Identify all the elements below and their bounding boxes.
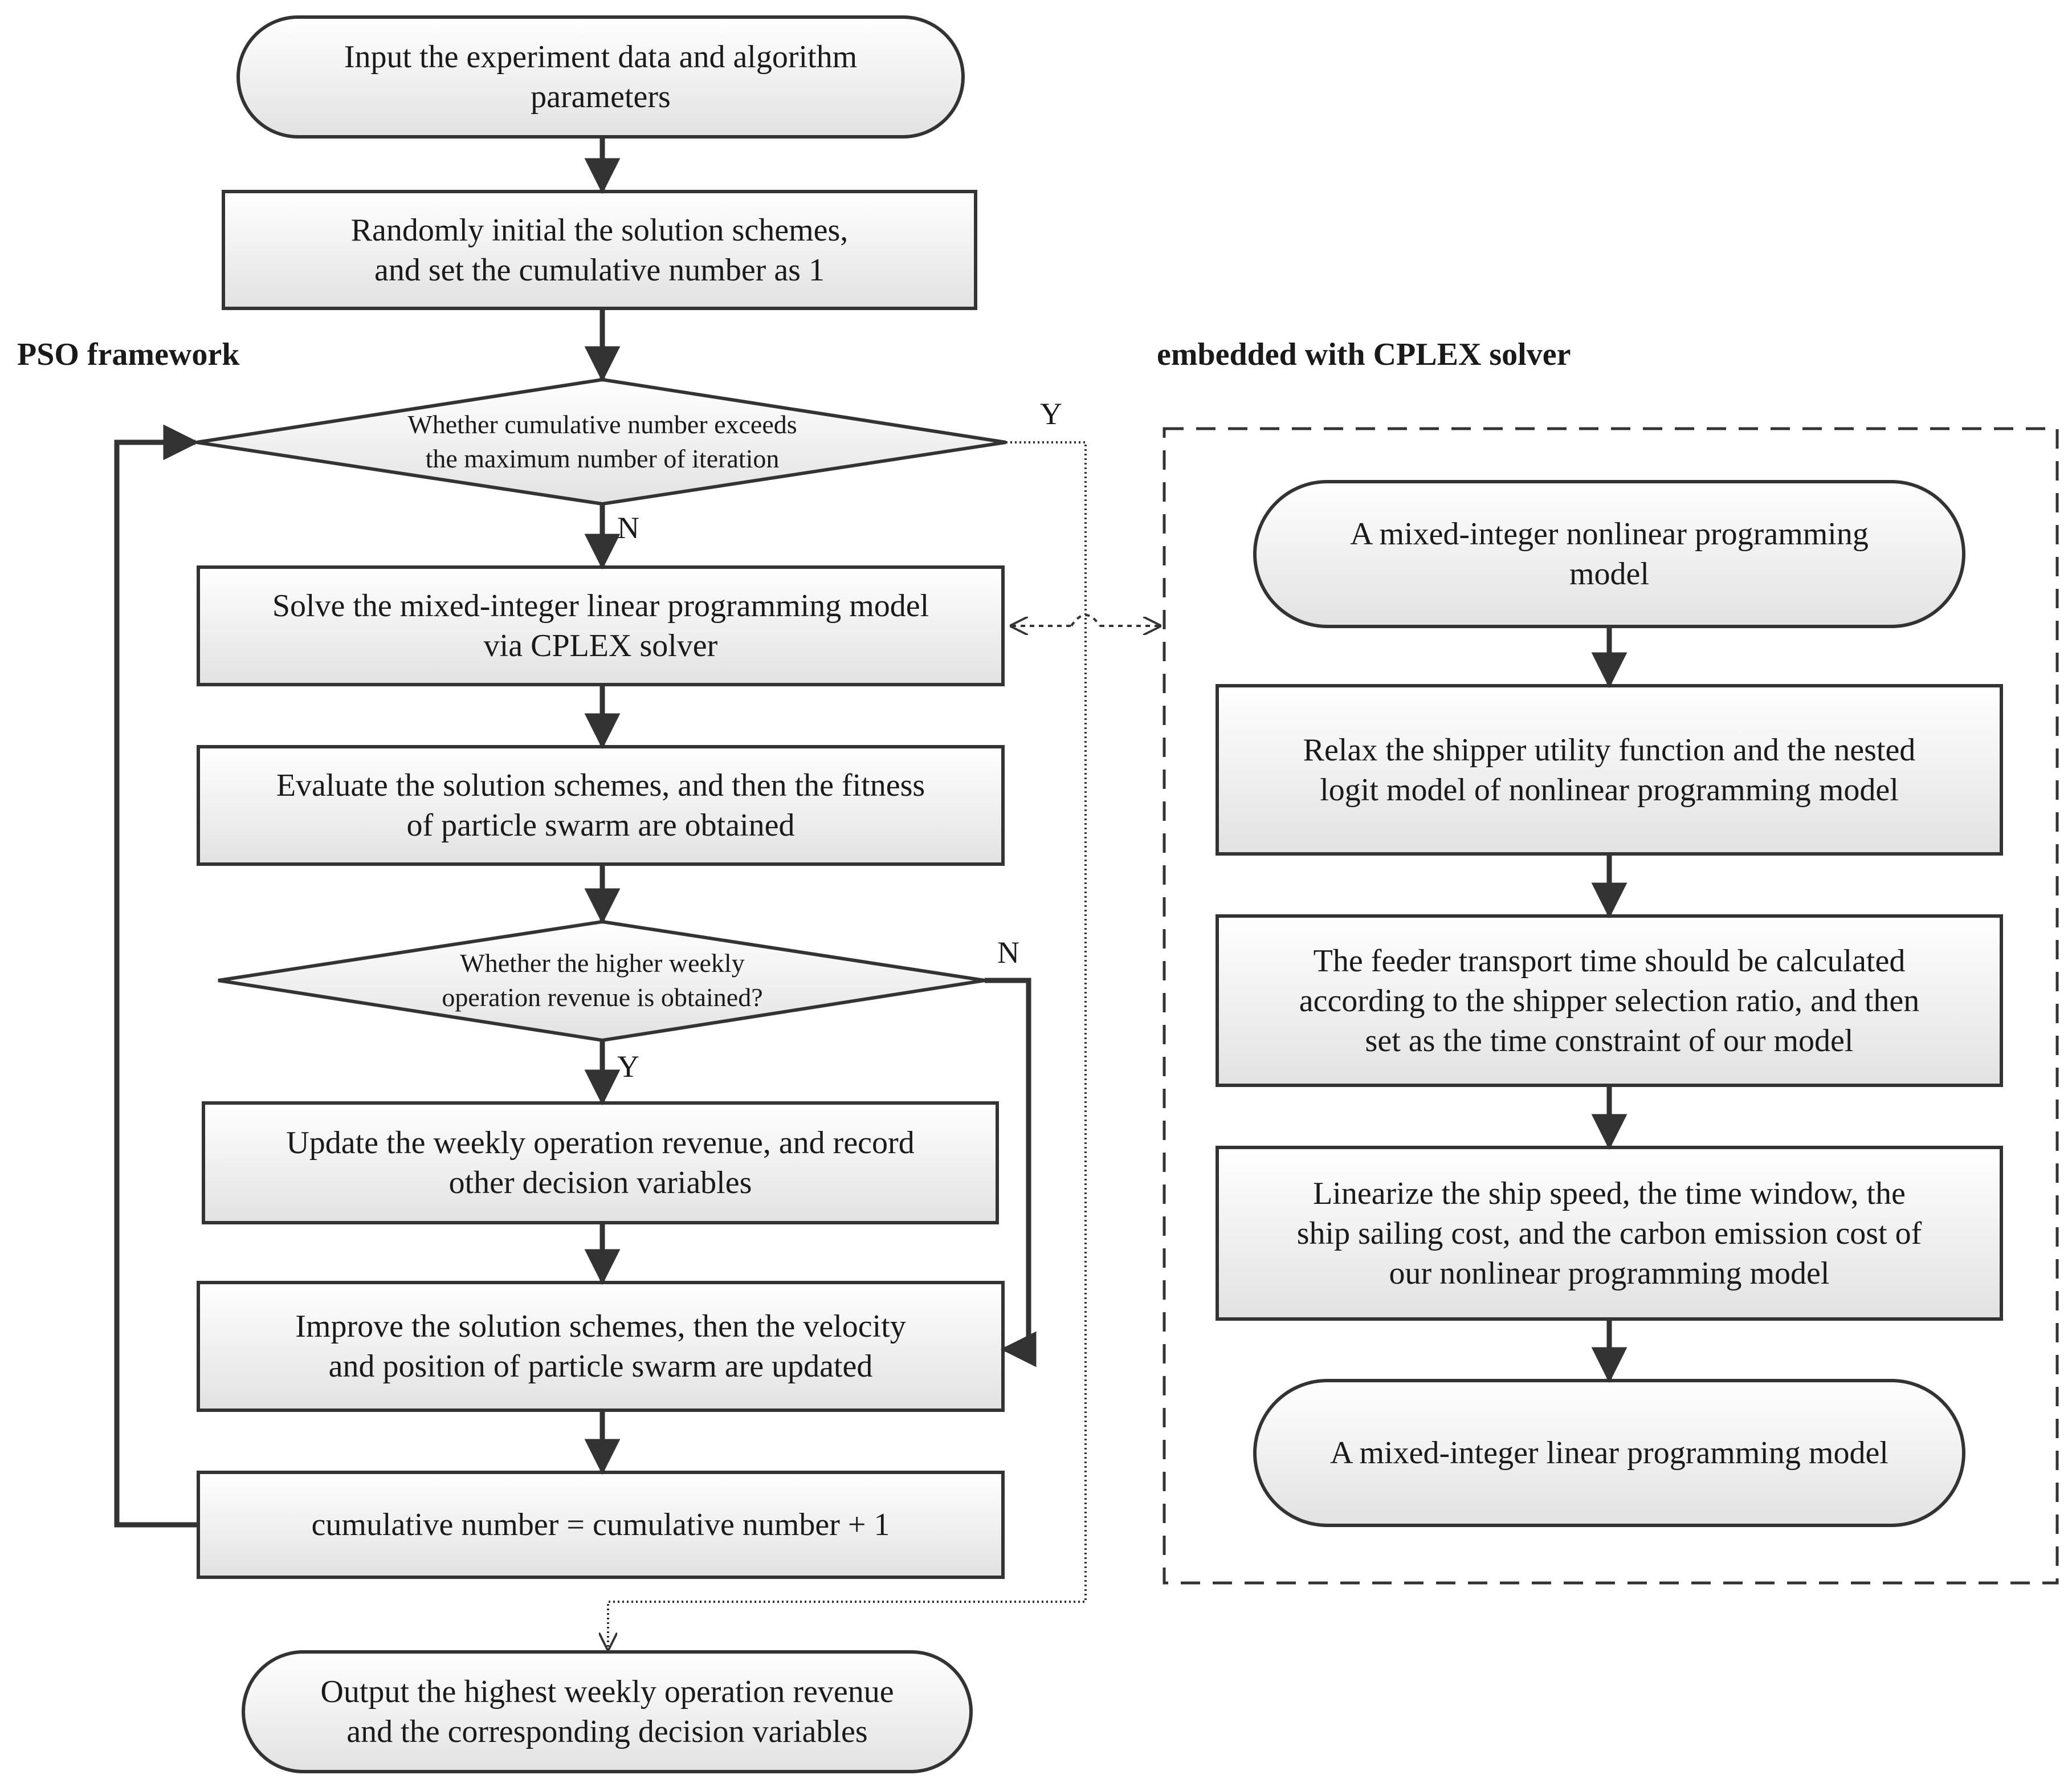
relax-box <box>1216 684 2003 856</box>
output-terminal <box>242 1650 973 1773</box>
evaluate-text: Evaluate the solution schemes, and then … <box>276 768 925 843</box>
relax-text: Relax the shipper utility function and t… <box>1303 732 1916 808</box>
improve-text: Improve the solution schemes, then the v… <box>295 1309 906 1384</box>
update-text: Update the weekly operation revenue, and… <box>286 1125 915 1200</box>
minlp-text: A mixed-integer nonlinear programming mo… <box>1350 516 1869 592</box>
iteration-no-label: N <box>617 511 639 545</box>
cplex-solver-heading: embedded with CPLEX solver <box>1157 337 1571 372</box>
output-text: Output the highest weekly operation reve… <box>320 1674 894 1749</box>
linearize-text: Linearize the ship speed, the time windo… <box>1296 1175 1922 1291</box>
cplex-dashed-frame <box>1163 427 2059 1585</box>
revenue-decision-text: Whether the higher weekly operation reve… <box>442 949 763 1012</box>
solve-text: Solve the mixed-integer linear programmi… <box>272 588 929 663</box>
arrow-revenue-no <box>985 978 1037 1367</box>
solve-cplex-link <box>1011 614 1160 626</box>
increment-text: cumulative number = cumulative number + … <box>311 1507 890 1542</box>
improve-box <box>197 1281 1005 1412</box>
input-text: Input the experiment data and algorithm … <box>344 39 858 115</box>
iteration-decision-text: Whether cumulative number exceeds the ma… <box>407 410 797 473</box>
pso-framework-heading: PSO framework <box>17 337 240 372</box>
init-box <box>222 190 977 310</box>
revenue-no-label: N <box>997 935 1019 970</box>
milp-text: A mixed-integer linear programming model <box>1330 1435 1889 1471</box>
update-box <box>202 1101 999 1224</box>
iteration-yes-label: Y <box>1040 397 1062 431</box>
revenue-yes-label: Y <box>617 1049 639 1084</box>
arrow-loop-back <box>114 424 199 1528</box>
increment-box <box>197 1471 1005 1579</box>
linearize-box <box>1216 1146 2003 1321</box>
feeder-text: The feeder transport time should be calc… <box>1299 943 1920 1059</box>
init-text: Randomly initial the solution schemes, a… <box>350 212 849 288</box>
feeder-box <box>1216 914 2003 1087</box>
